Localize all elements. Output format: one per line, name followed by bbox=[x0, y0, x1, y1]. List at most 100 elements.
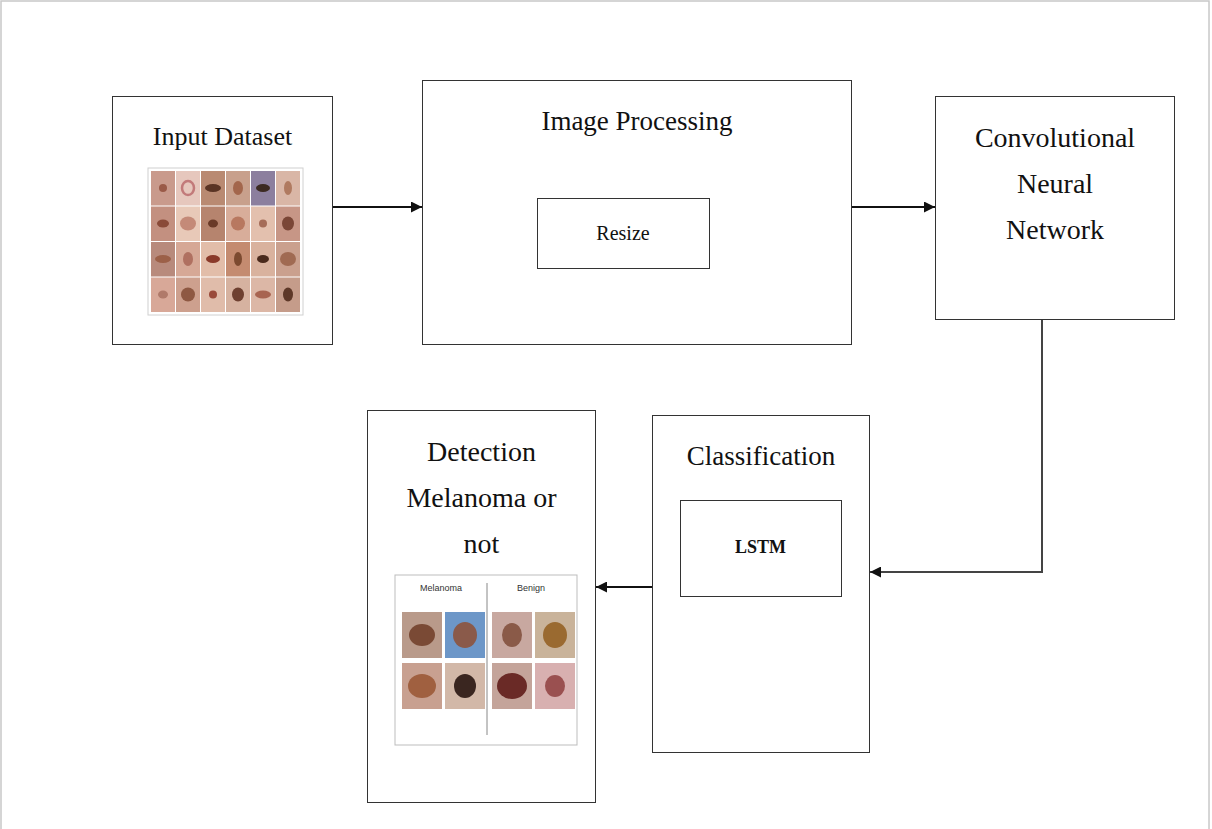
dataset-box: Input Dataset bbox=[112, 96, 333, 345]
lesion-spot bbox=[284, 181, 292, 195]
lesion-spot bbox=[233, 181, 243, 195]
skin-patch bbox=[201, 171, 225, 206]
lesion-thumbnail bbox=[276, 171, 300, 206]
skin-patch bbox=[176, 207, 200, 242]
lesion-thumbnail bbox=[201, 242, 225, 277]
text-group: Convolutional Neural Network bbox=[968, 115, 1143, 254]
box-title: Convolutional Neural Network bbox=[968, 115, 1143, 254]
skin-patch bbox=[276, 278, 300, 313]
result-thumbnail bbox=[492, 612, 532, 658]
lesion-thumbnail bbox=[226, 242, 250, 277]
lesion-thumbnail bbox=[151, 207, 175, 242]
box-title: Detection Melanoma or not bbox=[394, 429, 569, 568]
lesion-spot bbox=[283, 288, 293, 302]
lesion-spot bbox=[182, 181, 194, 195]
lesion-thumbnail bbox=[201, 278, 225, 313]
skin-patch bbox=[151, 242, 175, 277]
lesion-spot bbox=[209, 291, 217, 299]
lesion-spot bbox=[545, 675, 565, 697]
class-caption: Benign bbox=[517, 583, 545, 593]
lesion-spot bbox=[259, 220, 267, 228]
result-thumbnail bbox=[445, 612, 485, 658]
skin-patch bbox=[201, 242, 225, 277]
skin-patch bbox=[176, 242, 200, 277]
lesion-spot bbox=[159, 184, 167, 192]
skin-patch bbox=[276, 207, 300, 242]
step-box: Resize bbox=[537, 198, 710, 269]
result-box: Detection Melanoma or not bbox=[367, 410, 596, 803]
lesion-thumbnail bbox=[176, 207, 200, 242]
lesion-thumbnail bbox=[276, 242, 300, 277]
network-box: Convolutional Neural Network bbox=[935, 96, 1175, 320]
skin-patch bbox=[492, 663, 532, 709]
flow-arrow bbox=[596, 586, 652, 588]
result-thumbnail bbox=[535, 612, 575, 658]
lesion-spot bbox=[181, 288, 195, 302]
skin-patch bbox=[151, 278, 175, 313]
step-label: LSTM bbox=[735, 537, 786, 559]
text-group: Classification bbox=[687, 440, 835, 472]
classification-box: ClassificationLSTM bbox=[652, 415, 870, 753]
skin-patch bbox=[226, 207, 250, 242]
skin-patch bbox=[445, 612, 485, 658]
lesion-thumbnail bbox=[176, 171, 200, 206]
lesion-spot bbox=[280, 252, 296, 266]
lesion-thumbnail bbox=[176, 278, 200, 313]
lesion-spot bbox=[231, 217, 245, 231]
skin-patch bbox=[445, 663, 485, 709]
skin-patch bbox=[151, 207, 175, 242]
skin-patch bbox=[276, 171, 300, 206]
skin-patch bbox=[201, 278, 225, 313]
skin-patch bbox=[151, 171, 175, 206]
lesion-spot bbox=[255, 291, 271, 299]
lesion-spot bbox=[183, 252, 193, 266]
skin-patch bbox=[251, 242, 275, 277]
lesion-spot bbox=[453, 622, 477, 648]
lesion-thumbnail bbox=[251, 171, 275, 206]
text-group: Detection Melanoma or not bbox=[394, 429, 569, 568]
thumbnail-card bbox=[148, 168, 303, 315]
lesion-thumbnail bbox=[151, 242, 175, 277]
lesion-spot bbox=[157, 220, 169, 228]
box-title: Image Processing bbox=[541, 105, 732, 137]
skin-patch bbox=[251, 171, 275, 206]
result-thumbnail bbox=[492, 663, 532, 709]
lesion-thumbnail bbox=[251, 207, 275, 242]
result-card bbox=[395, 575, 577, 745]
lesion-thumbnail bbox=[276, 207, 300, 242]
lesion-spot bbox=[208, 220, 218, 228]
skin-patch bbox=[402, 612, 442, 658]
result-thumbnail bbox=[535, 663, 575, 709]
lesion-thumbnail bbox=[276, 278, 300, 313]
lesion-thumbnail bbox=[226, 171, 250, 206]
lesion-spot bbox=[205, 184, 221, 192]
lesion-spot bbox=[543, 622, 567, 648]
lesion-spot bbox=[234, 252, 242, 266]
skin-patch bbox=[226, 278, 250, 313]
step-label: Resize bbox=[596, 221, 649, 245]
flow-arrow bbox=[333, 206, 422, 208]
lesion-thumbnail bbox=[201, 171, 225, 206]
text-group: Image Processing bbox=[541, 105, 732, 137]
box-title: Input Dataset bbox=[153, 121, 292, 152]
skin-patch bbox=[276, 242, 300, 277]
skin-patch bbox=[492, 612, 532, 658]
lesion-spot bbox=[257, 255, 269, 263]
text-group: Input Dataset bbox=[153, 121, 292, 152]
skin-patch bbox=[201, 207, 225, 242]
lesion-thumbnail bbox=[251, 242, 275, 277]
result-thumbnail bbox=[445, 663, 485, 709]
skin-patch bbox=[535, 663, 575, 709]
lesion-spot bbox=[497, 673, 527, 699]
lesion-thumbnail bbox=[201, 207, 225, 242]
skin-patch bbox=[535, 612, 575, 658]
divider-line bbox=[487, 583, 488, 735]
result-thumbnail bbox=[402, 612, 442, 658]
flow-arrow bbox=[870, 320, 1042, 572]
lesion-spot bbox=[232, 288, 244, 302]
result-illustration bbox=[395, 575, 577, 745]
dataset-thumbnails bbox=[148, 168, 303, 315]
